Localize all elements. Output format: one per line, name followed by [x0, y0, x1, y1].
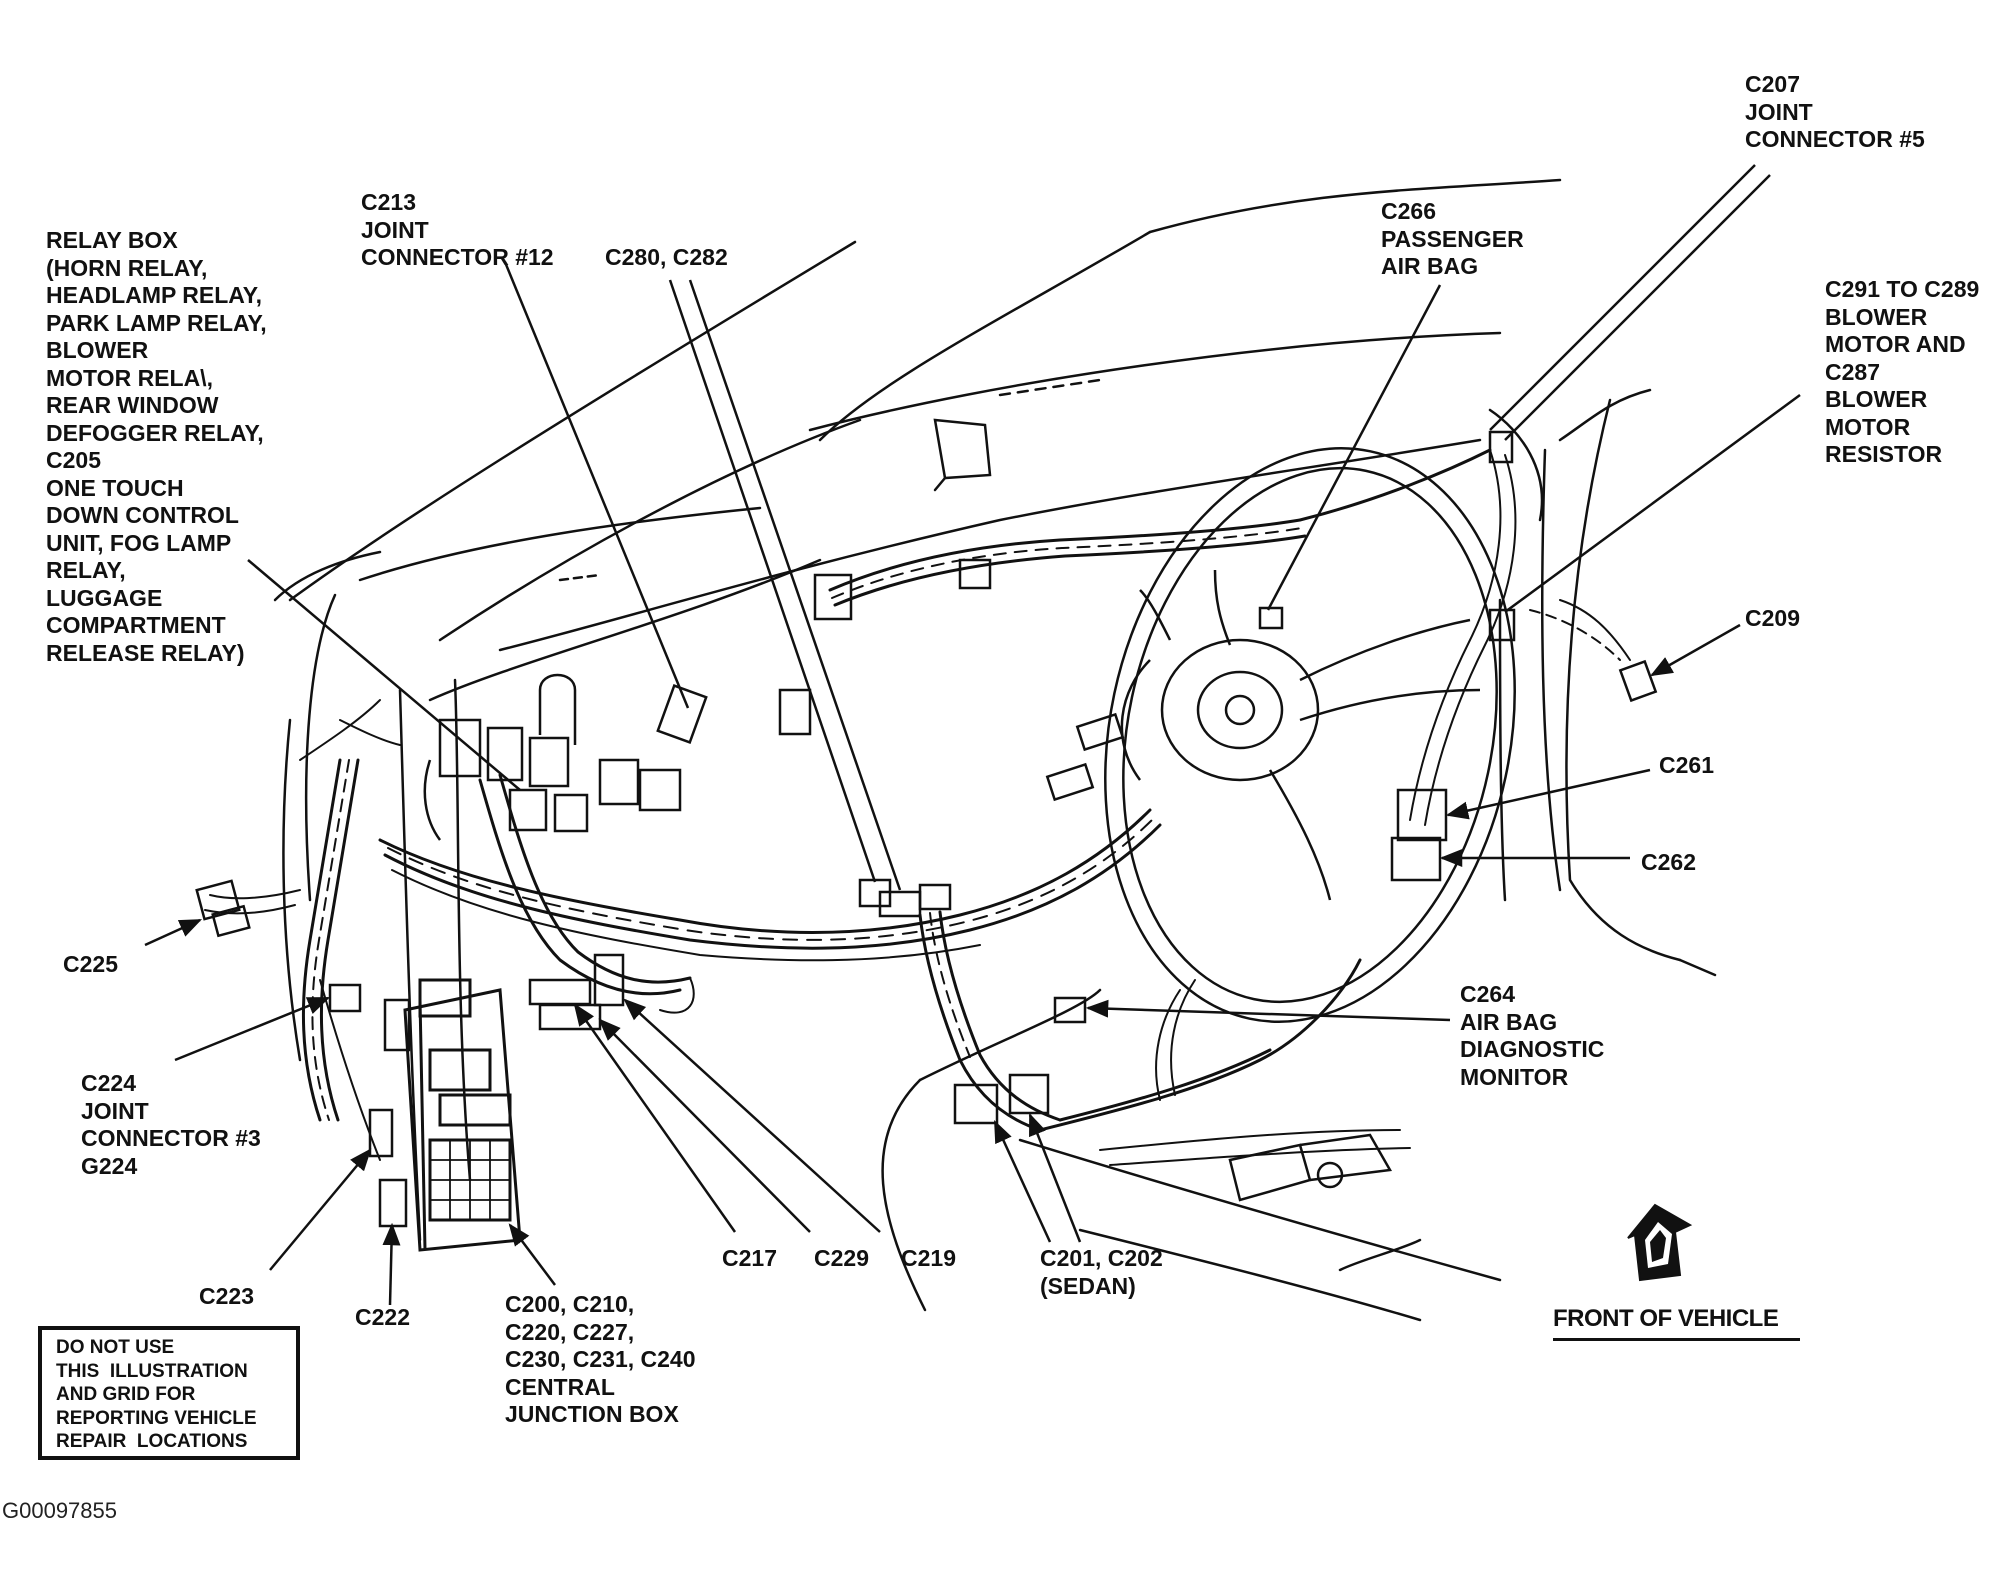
label-c262: C262 [1641, 849, 1696, 875]
dashboard-outline [273, 178, 1717, 1322]
label-c266: C266 PASSENGER AIR BAG [1381, 198, 1524, 279]
notice-box: DO NOT USE THIS ILLUSTRATION AND GRID FO… [38, 1326, 300, 1460]
label-c207: C207 JOINT CONNECTOR #5 [1745, 71, 1925, 152]
leader-lines [144, 164, 1801, 1306]
front-of-vehicle-underline [1553, 1338, 1800, 1341]
front-of-vehicle-arrow-icon [1627, 1203, 1693, 1282]
label-c264: C264 AIR BAG DIAGNOSTIC MONITOR [1460, 981, 1605, 1090]
label-c213: C213 JOINT CONNECTOR #12 [361, 189, 554, 270]
label-c219: C219 [901, 1245, 956, 1271]
label-central-junction-box: C200, C210, C220, C227, C230, C231, C240… [505, 1291, 696, 1427]
label-c225: C225 [63, 951, 118, 977]
label-c224: C224 JOINT CONNECTOR #3 G224 [81, 1070, 261, 1179]
label-c217: C217 [722, 1245, 777, 1271]
label-c229: C229 [814, 1245, 869, 1271]
label-c261: C261 [1659, 752, 1714, 778]
label-c280-c282: C280, C282 [605, 244, 728, 270]
label-c223: C223 [199, 1283, 254, 1309]
figure-code: G00097855 [2, 1498, 117, 1523]
steering-wheel [1104, 447, 1516, 1023]
label-c291: C291 TO C289 BLOWER MOTOR AND C287 BLOWE… [1825, 276, 1980, 467]
label-c201-c202: C201, C202 (SEDAN) [1040, 1245, 1163, 1299]
relay-box-cluster [423, 673, 682, 841]
front-of-vehicle-label: FRONT OF VEHICLE [1553, 1305, 1779, 1332]
label-c209: C209 [1745, 605, 1800, 631]
label-c222: C222 [355, 1304, 410, 1330]
connectors [195, 430, 1658, 1228]
wiring-harness [204, 448, 1631, 1166]
label-relay-box: RELAY BOX (HORN RELAY, HEADLAMP RELAY, P… [46, 227, 267, 666]
